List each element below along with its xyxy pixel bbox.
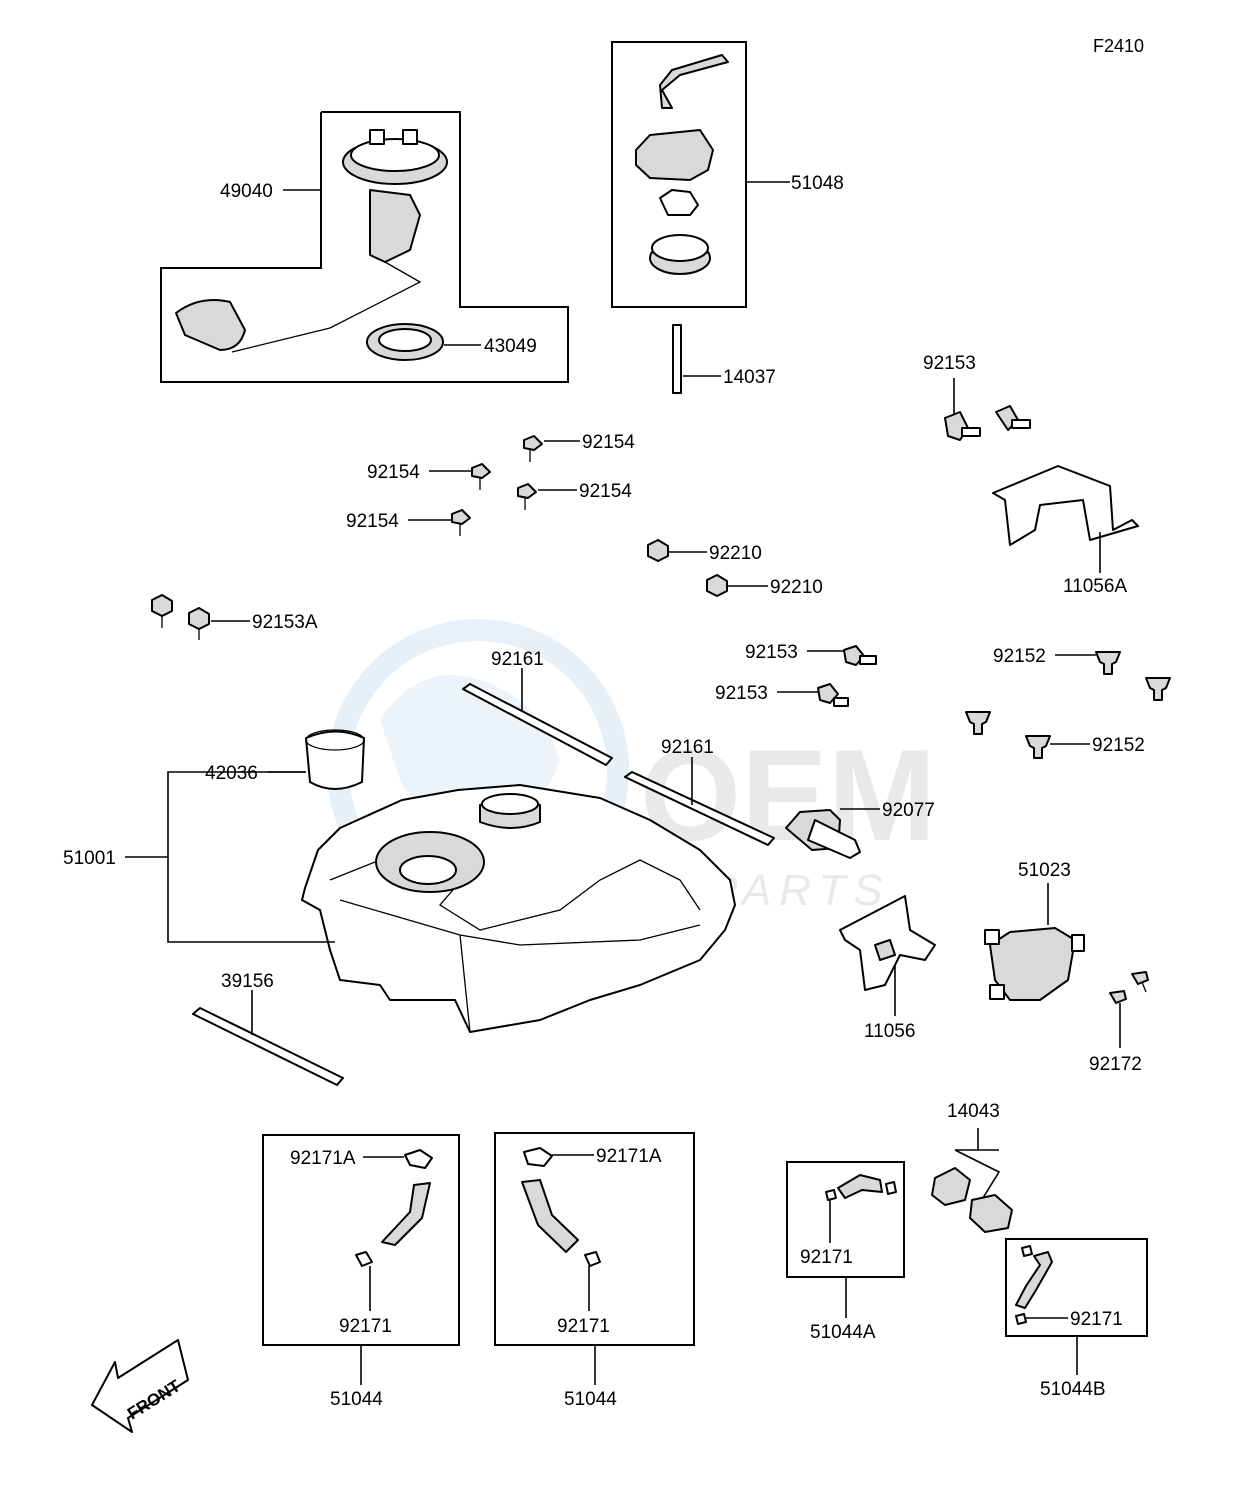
label-92154-b: 92154 <box>367 462 420 483</box>
label-49040: 49040 <box>220 181 273 202</box>
nut-icon <box>647 539 669 562</box>
label-51023: 51023 <box>1018 860 1071 881</box>
label-92171-d: 92171 <box>1070 1309 1123 1330</box>
label-51001: 51001 <box>63 848 116 869</box>
label-92210-a: 92210 <box>709 543 762 564</box>
label-42036: 42036 <box>205 763 258 784</box>
label-92171-b: 92171 <box>557 1316 610 1337</box>
label-92077: 92077 <box>882 800 935 821</box>
label-11056A: 11056A <box>1063 576 1127 597</box>
breather-tube <box>672 324 682 394</box>
label-14043: 14043 <box>947 1101 1000 1122</box>
label-92153-a: 92153 <box>745 642 798 663</box>
label-92171-c: 92171 <box>800 1247 853 1268</box>
screws-92154 <box>451 435 543 536</box>
fuel-cap-group <box>611 41 747 308</box>
fuel-filter-14043 <box>931 1167 971 1206</box>
label-51044-b: 51044 <box>564 1389 617 1410</box>
label-51048: 51048 <box>791 173 844 194</box>
label-43049: 43049 <box>484 336 537 357</box>
label-92152-a: 92152 <box>993 646 1046 667</box>
label-92153A: 92153A <box>252 612 318 633</box>
label-92171A-b: 92171A <box>596 1146 662 1167</box>
figure-code: F2410 <box>1093 36 1144 56</box>
label-92154-d: 92154 <box>346 511 399 532</box>
label-92152-b: 92152 <box>1092 735 1145 756</box>
label-51044B: 51044B <box>1040 1379 1106 1400</box>
label-51044-a: 51044 <box>330 1389 383 1410</box>
nut-icon <box>706 574 728 597</box>
label-92154-c: 92154 <box>579 481 632 502</box>
label-51044A: 51044A <box>810 1322 876 1343</box>
label-92154-a: 92154 <box>582 432 635 453</box>
strip-39156 <box>192 1007 344 1086</box>
front-arrow: FRONT <box>91 1339 189 1433</box>
grommets-92152 <box>965 651 1171 759</box>
label-39156: 39156 <box>221 971 274 992</box>
strip-92161-b <box>624 771 775 846</box>
label-92153-b: 92153 <box>715 683 768 704</box>
fuel-tank-51001 <box>301 784 736 1033</box>
hose-group-51044-b <box>494 1132 695 1346</box>
strip-92161-a <box>462 683 613 766</box>
label-11056: 11056 <box>864 1021 915 1042</box>
label-92161-b: 92161 <box>661 737 714 758</box>
hose-group-51044-a <box>262 1134 460 1346</box>
collar-42036 <box>305 730 365 790</box>
label-92171A-a: 92171A <box>290 1148 356 1169</box>
bolt-icon <box>151 594 173 617</box>
label-92171-a: 92171 <box>339 1316 392 1337</box>
bracket-11056a <box>992 465 1139 546</box>
label-92210-b: 92210 <box>770 577 823 598</box>
fuel-pump-group <box>160 111 569 383</box>
label-92153-top: 92153 <box>923 353 976 374</box>
label-92172: 92172 <box>1089 1054 1142 1075</box>
label-92161-a: 92161 <box>491 649 544 670</box>
label-14037: 14037 <box>723 367 776 388</box>
hose-group-51044b <box>1005 1238 1148 1337</box>
